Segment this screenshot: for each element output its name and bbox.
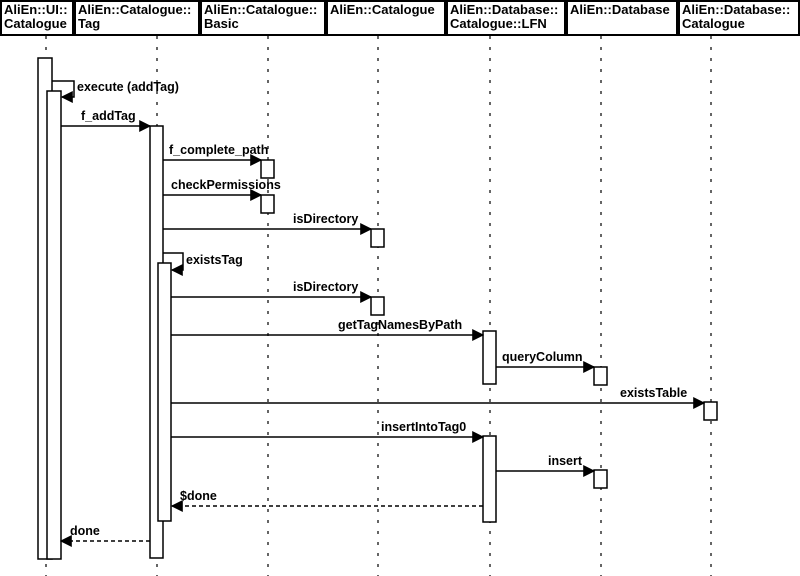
participant-label: AliEn::UI::: [4, 2, 68, 17]
message-is_directory_1: isDirectory: [163, 212, 373, 235]
message-label: $done: [180, 489, 217, 503]
message-label: f_complete_path: [169, 143, 268, 157]
participant-label: Catalogue: [4, 16, 67, 31]
message-done_return: $done: [170, 489, 483, 512]
message-f_addtag: f_addTag: [61, 109, 152, 132]
message-label: isDirectory: [293, 280, 358, 294]
message-arrow: [163, 252, 184, 276]
message-insert_into_tag0: insertIntoTag0: [171, 420, 485, 443]
activation-ui-execute: [46, 90, 62, 560]
participant-label: Tag: [78, 16, 100, 31]
participant-label: AliEn::Database::: [450, 2, 558, 17]
message-get_tag_names: getTagNamesByPath: [171, 318, 485, 341]
participant-label: AliEn::Catalogue: [330, 2, 435, 17]
message-label: existsTable: [620, 386, 687, 400]
participant-box: [446, 0, 566, 36]
message-label: queryColumn: [502, 350, 583, 364]
activation-basic-check-permissions: [260, 194, 275, 214]
message-label: existsTag: [186, 253, 243, 267]
activation-dbcat-exists-table: [703, 401, 718, 421]
message-check_permissions: checkPermissions: [163, 178, 281, 201]
message-label: insert: [548, 454, 583, 468]
message-label: f_addTag: [81, 109, 136, 123]
message-label: insertIntoTag0: [381, 420, 466, 434]
participant-label: AliEn::Catalogue::: [204, 2, 317, 17]
activation-database-query-column: [593, 366, 608, 386]
activation-basic-complete-path: [260, 159, 275, 179]
message-label: execute (addTag): [77, 80, 179, 94]
message-execute: execute (addTag): [52, 80, 179, 103]
message-is_directory_2: isDirectory: [171, 280, 373, 303]
message-f_complete_path: f_complete_path: [163, 143, 268, 166]
activation-catalogue-isdirectory-1: [370, 228, 385, 248]
activation-lfn-get-tag-names: [482, 330, 497, 385]
message-query_column: queryColumn: [496, 350, 596, 373]
participant-db_lfn: AliEn::Database::Catalogue::LFN: [446, 0, 566, 36]
activation-tag-existstag: [157, 262, 172, 522]
message-label: checkPermissions: [171, 178, 281, 192]
message-label: isDirectory: [293, 212, 358, 226]
participant-label: Catalogue::LFN: [450, 16, 547, 31]
message-arrow: [52, 80, 75, 103]
participant-label: Catalogue: [682, 16, 745, 31]
participant-database: AliEn::Database: [566, 0, 678, 36]
participant-label: AliEn::Database: [570, 2, 670, 17]
participant-ui_catalogue: AliEn::UI::Catalogue: [0, 0, 74, 36]
participant-label: AliEn::Database::: [682, 2, 790, 17]
message-exists_table: existsTable: [171, 386, 706, 409]
activation-catalogue-isdirectory-2: [370, 296, 385, 316]
activation-database-insert: [593, 469, 608, 489]
message-done_final: done: [59, 524, 150, 547]
message-label: getTagNamesByPath: [338, 318, 462, 332]
participant-db_catalogue: AliEn::Database::Catalogue: [678, 0, 800, 36]
message-exists_tag: existsTag: [163, 252, 243, 276]
participant-box: [678, 0, 800, 36]
participant-label: Basic: [204, 16, 239, 31]
activation-lfn-insert-into-tag0: [482, 435, 497, 523]
participant-box: [74, 0, 200, 36]
participant-catalogue: AliEn::Catalogue: [326, 0, 446, 36]
participant-box: [326, 0, 446, 36]
message-label: done: [70, 524, 100, 538]
message-insert: insert: [496, 454, 596, 477]
participant-catalogue_tag: AliEn::Catalogue::Tag: [74, 0, 200, 36]
participant-box: [200, 0, 326, 36]
participant-catalogue_basic: AliEn::Catalogue::Basic: [200, 0, 326, 36]
participant-label: AliEn::Catalogue::: [78, 2, 191, 17]
participant-box: [566, 0, 678, 36]
participant-box: [0, 0, 74, 36]
